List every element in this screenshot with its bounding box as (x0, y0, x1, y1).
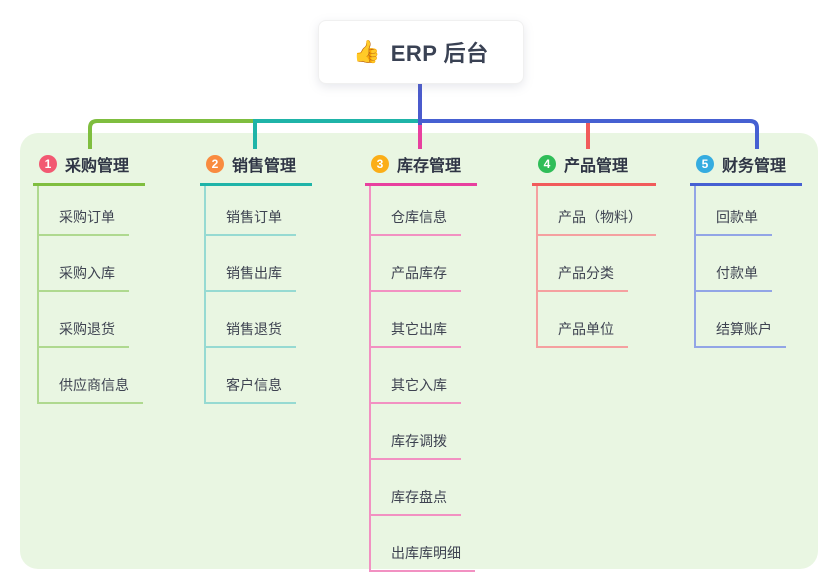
branch-item[interactable]: 产品单位 (538, 292, 656, 348)
branch-item-label: 结算账户 (696, 319, 786, 348)
branch-item-label: 出库库明细 (371, 543, 475, 572)
branch-item[interactable]: 库存盘点 (371, 460, 477, 516)
branch-item[interactable]: 销售订单 (206, 186, 312, 236)
branch-finance: 5 财务管理 回款单 付款单 结算账户 (690, 150, 803, 348)
root-node[interactable]: 👍 ERP 后台 (318, 20, 524, 84)
branch-item-label: 回款单 (696, 207, 772, 236)
branch-header-product[interactable]: 4 产品管理 (532, 150, 656, 186)
branch-item[interactable]: 出库库明细 (371, 516, 477, 572)
branch-item[interactable]: 产品库存 (371, 236, 477, 292)
branch-item-label: 采购退货 (39, 319, 129, 348)
branch-header-finance[interactable]: 5 财务管理 (690, 150, 803, 186)
branch-items: 采购订单 采购入库 采购退货 供应商信息 (37, 186, 145, 404)
branch-item[interactable]: 回款单 (696, 186, 802, 236)
branch-item-label: 采购订单 (39, 207, 129, 236)
branch-item-label: 销售订单 (206, 207, 296, 236)
branch-item[interactable]: 产品（物料） (538, 186, 656, 236)
branch-sales: 2 销售管理 销售订单 销售出库 销售退货 客户信息 (200, 150, 313, 404)
branch-item[interactable]: 结算账户 (696, 292, 802, 348)
branch-item-label: 其它入库 (371, 375, 461, 404)
branch-item[interactable]: 客户信息 (206, 348, 312, 404)
branch-item-label: 付款单 (696, 263, 772, 292)
branch-title: 财务管理 (722, 158, 787, 175)
root-label: ERP 后台 (390, 41, 489, 66)
branch-item-label: 产品单位 (538, 319, 628, 348)
branch-title: 产品管理 (564, 158, 629, 175)
branch-number-badge: 4 (538, 155, 556, 173)
branch-item-label: 产品库存 (371, 263, 461, 292)
branch-number-badge: 3 (371, 155, 389, 173)
branch-items: 产品（物料） 产品分类 产品单位 (536, 186, 656, 348)
branch-item[interactable]: 销售出库 (206, 236, 312, 292)
branch-header-sales[interactable]: 2 销售管理 (200, 150, 313, 186)
branch-item-label: 客户信息 (206, 375, 296, 404)
branch-item[interactable]: 其它出库 (371, 292, 477, 348)
branch-header-inventory[interactable]: 3 库存管理 (365, 150, 478, 186)
branch-product: 4 产品管理 产品（物料） 产品分类 产品单位 (532, 150, 656, 348)
branch-item[interactable]: 其它入库 (371, 348, 477, 404)
branch-item[interactable]: 采购订单 (39, 186, 145, 236)
branch-item[interactable]: 采购退货 (39, 292, 145, 348)
branch-item-label: 产品分类 (538, 263, 628, 292)
branch-items: 回款单 付款单 结算账户 (694, 186, 802, 348)
branch-number-badge: 5 (696, 155, 714, 173)
branch-item[interactable]: 付款单 (696, 236, 802, 292)
branch-inventory: 3 库存管理 仓库信息 产品库存 其它出库 其它入库 库存调拨 库存盘点 出库库… (365, 150, 478, 572)
branch-item-label: 供应商信息 (39, 375, 143, 404)
branches-panel (20, 133, 818, 569)
branch-item[interactable]: 仓库信息 (371, 186, 477, 236)
thumbs-up-icon: 👍 (353, 39, 381, 64)
branch-title: 销售管理 (232, 158, 297, 175)
branch-item[interactable]: 供应商信息 (39, 348, 145, 404)
branch-item-label: 其它出库 (371, 319, 461, 348)
branch-number-badge: 2 (206, 155, 224, 173)
branch-item-label: 仓库信息 (371, 207, 461, 236)
branch-items: 仓库信息 产品库存 其它出库 其它入库 库存调拨 库存盘点 出库库明细 (369, 186, 477, 572)
branch-item-label: 库存盘点 (371, 487, 461, 516)
branch-title: 采购管理 (65, 158, 130, 175)
branch-item-label: 销售退货 (206, 319, 296, 348)
branch-item-label: 库存调拨 (371, 431, 461, 460)
branch-item-label: 采购入库 (39, 263, 129, 292)
branch-item[interactable]: 库存调拨 (371, 404, 477, 460)
branch-item[interactable]: 销售退货 (206, 292, 312, 348)
branch-item-label: 销售出库 (206, 263, 296, 292)
branch-title: 库存管理 (397, 158, 462, 175)
branch-header-purchase[interactable]: 1 采购管理 (33, 150, 146, 186)
branch-item[interactable]: 采购入库 (39, 236, 145, 292)
branch-purchase: 1 采购管理 采购订单 采购入库 采购退货 供应商信息 (33, 150, 146, 404)
branch-item[interactable]: 产品分类 (538, 236, 656, 292)
branch-item-label: 产品（物料） (538, 207, 656, 236)
branch-number-badge: 1 (39, 155, 57, 173)
branch-items: 销售订单 销售出库 销售退货 客户信息 (204, 186, 312, 404)
